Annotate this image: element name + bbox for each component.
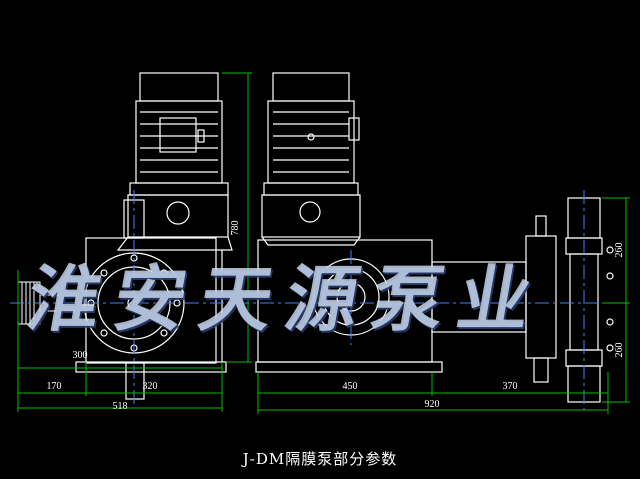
dim-width-450: 450: [343, 381, 358, 392]
dim-width-920: 920: [425, 399, 440, 410]
dimension-lines: [17, 72, 630, 414]
center-lines: [10, 190, 630, 410]
pump-head-left: [75, 199, 227, 400]
dim-height-260-bottom: 260: [614, 343, 625, 358]
dim-width-518: 518: [113, 401, 128, 412]
dim-width-320: 320: [143, 381, 158, 392]
dim-height-260-top: 260: [614, 243, 625, 258]
gearbox-right: [255, 194, 527, 373]
motor-left: [129, 72, 229, 196]
dim-depth-300: 300: [73, 350, 88, 361]
drawing-caption: J-DM隔膜泵部分参数: [242, 450, 398, 468]
dim-width-370: 370: [503, 381, 518, 392]
dim-height-780: 780: [230, 221, 241, 236]
dim-width-170: 170: [47, 381, 62, 392]
dimension-labels: 780 300 170 320 518 450 370 920 260 260: [47, 221, 626, 413]
motor-right: [263, 72, 360, 196]
pump-head-right: [525, 197, 614, 403]
gearbox-left: [116, 194, 233, 362]
